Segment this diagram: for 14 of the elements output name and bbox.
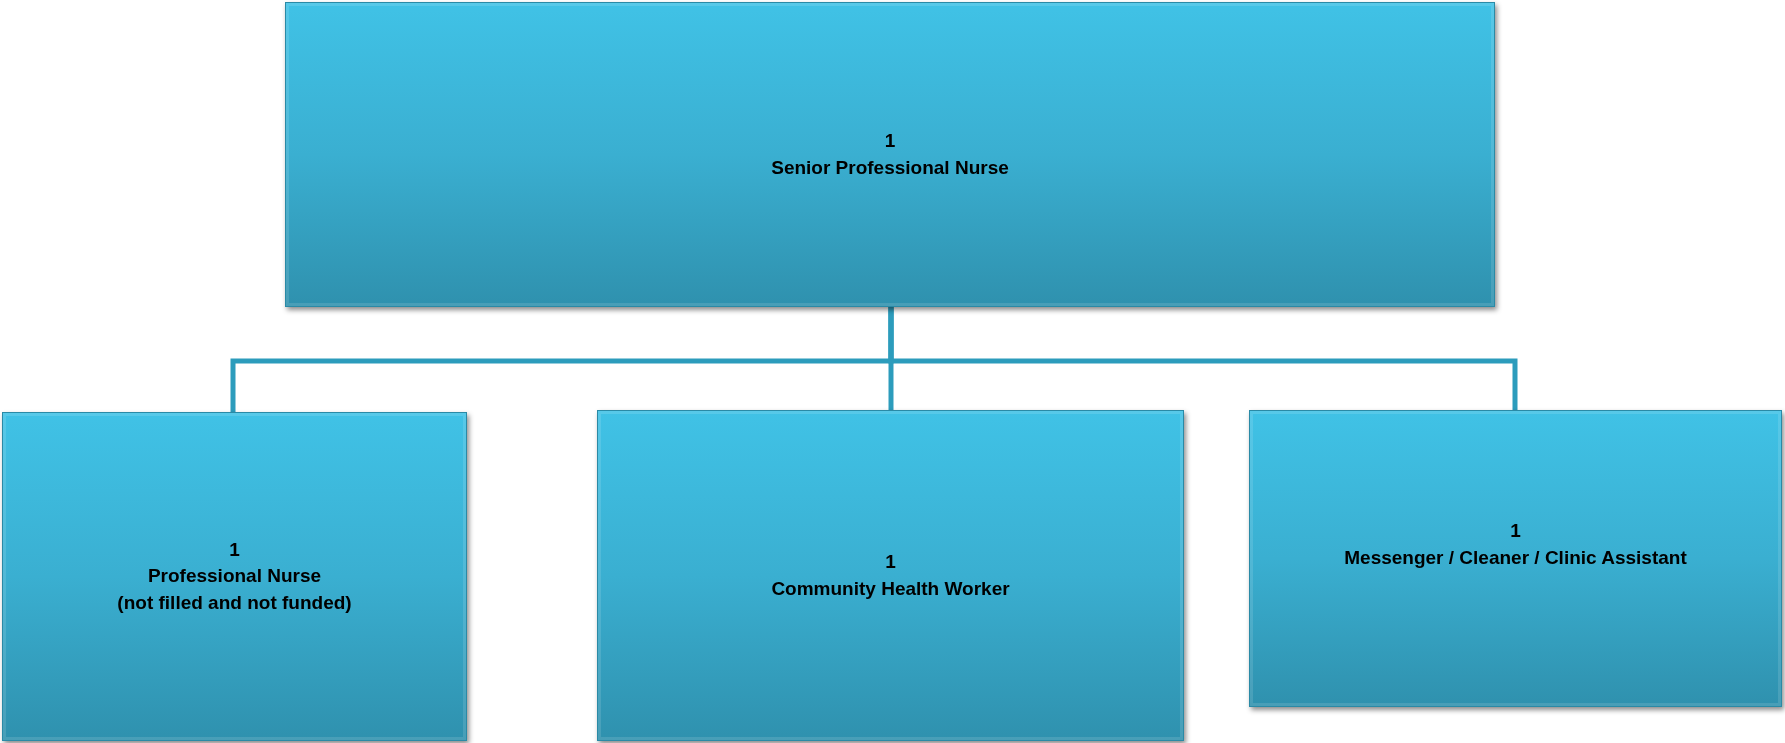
connector-line	[888, 307, 1518, 410]
position-title: Messenger / Cleaner / Clinic Assistant	[1344, 545, 1687, 570]
position-title: Community Health Worker	[771, 576, 1010, 601]
position-box	[2, 412, 467, 741]
position-box	[597, 410, 1184, 741]
count-label: 1	[884, 128, 896, 153]
position-title: Professional Nurse	[147, 564, 322, 589]
position-box	[1249, 410, 1782, 707]
count-label: 1	[229, 537, 240, 562]
count-label: 1	[1510, 518, 1521, 543]
count-label: 1	[885, 549, 896, 574]
position-box	[285, 2, 1495, 307]
position-title: Senior Professional Nurse	[771, 155, 1009, 180]
position-title: (not filled and not funded)	[117, 590, 352, 615]
